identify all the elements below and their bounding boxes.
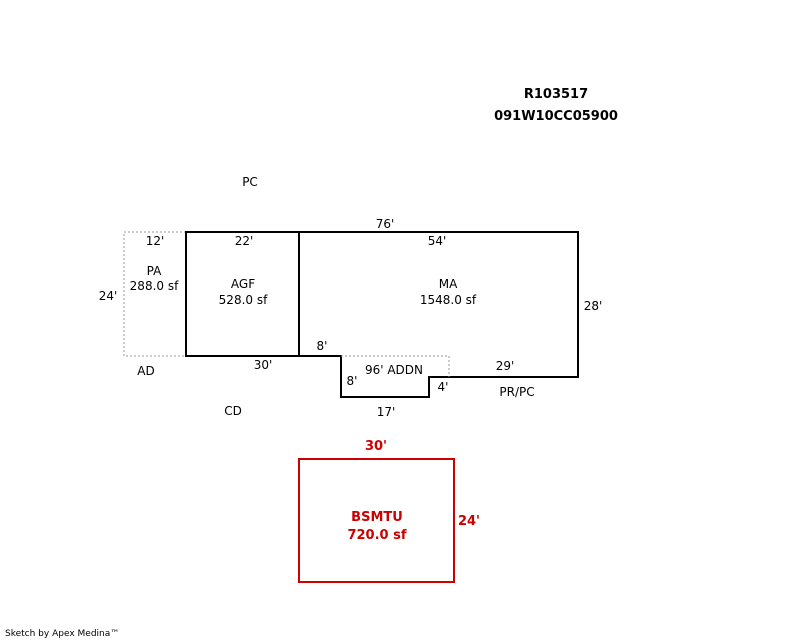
ma-area: 1548.0 sf: [420, 293, 477, 307]
pc-label: PC: [242, 175, 258, 189]
map-number: 091W10CC05900: [494, 109, 618, 124]
addn-label: 96' ADDN: [365, 363, 423, 377]
dim-8-lower: 8': [347, 374, 358, 388]
bsmt-dim-30: 30': [365, 439, 387, 454]
ma-outline: [299, 231, 579, 398]
dim-28: 28': [584, 299, 603, 313]
dim-29: 29': [496, 359, 515, 373]
cd-label: CD: [224, 404, 242, 418]
agf-area: 528.0 sf: [219, 293, 268, 307]
dim-12: 12': [146, 234, 165, 248]
prpc-label: PR/PC: [499, 385, 534, 399]
sketch-credit: Sketch by Apex Medina™: [5, 629, 119, 639]
dim-54: 54': [428, 234, 447, 248]
addn-outline: [341, 355, 450, 377]
agf-outline: [185, 231, 300, 357]
dim-4: 4': [438, 380, 449, 394]
dim-22: 22': [235, 234, 254, 248]
ad-label: AD: [137, 364, 154, 378]
bsmtu-area: 720.0 sf: [347, 528, 406, 543]
pa-code: PA: [147, 264, 162, 278]
agf-code: AGF: [231, 277, 255, 291]
account-id: R103517: [524, 87, 588, 102]
dim-76: 76': [376, 217, 395, 231]
bsmt-dim-24: 24': [458, 514, 480, 529]
dim-24-left: 24': [99, 289, 118, 303]
dim-30: 30': [254, 358, 273, 372]
dim-8-upper: 8': [317, 339, 328, 353]
bsmtu-code: BSMTU: [351, 510, 403, 525]
dim-17: 17': [377, 405, 396, 419]
ma-code: MA: [439, 277, 458, 291]
bsmtu-outline: [298, 458, 455, 583]
pa-area: 288.0 sf: [130, 279, 179, 293]
pa-outline: [123, 231, 186, 357]
